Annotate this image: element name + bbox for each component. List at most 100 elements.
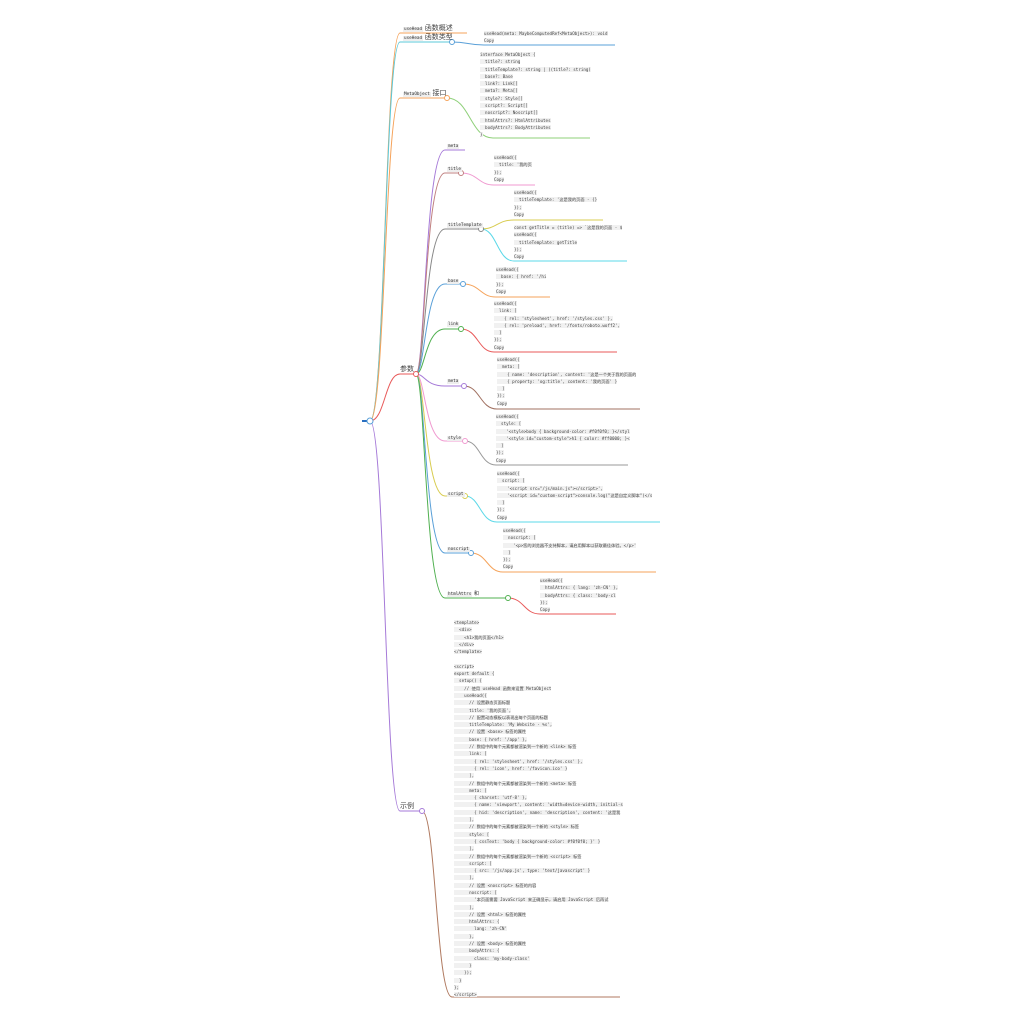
code-line: ], [454,773,475,779]
code-line: titleTemplate?: string | ((title?: strin… [480,66,591,72]
code-line: // 数组中的每个元素都被渲染到一个新的 <meta> 标签 [454,780,577,786]
code-line: }); [514,204,522,210]
code-line: { hid: 'description', name: 'description… [454,809,621,815]
node-link[interactable]: link [447,321,460,328]
code-line: }); [497,393,505,399]
node-code: link [447,322,460,327]
code-line: export default { [454,671,495,677]
code-meta: useHead({ meta: [ { name: 'description',… [497,356,637,407]
code-line: interface MetaObject { [480,52,536,57]
code-signature: useHead(meta: MaybeComputedRef<MetaObjec… [484,30,608,45]
code-line: bodyAttrs: { class: 'body-cl [540,592,616,598]
code-line: style?: Style[] [480,95,523,101]
code-line: </template> [454,649,482,655]
code-line: { name: 'viewport', content: 'width=devi… [454,802,623,808]
code-titleTemplate-b: const getTitle = (title) => `这是我的页面 - $u… [514,224,623,260]
code-line: ], [454,904,475,910]
code-line: link: [ [494,308,517,314]
code-line: useHead({ [496,267,519,272]
code-line: '<style id="custom-style">h1 { color: #f… [496,435,630,441]
code-line: title?: string [480,59,521,65]
code-line: bodyAttrs: { [454,948,500,954]
node-script[interactable]: script [447,491,465,498]
node-useHead-overview[interactable]: useHead 函数概述 [403,25,453,33]
code-line: useHead({ [514,190,537,195]
copy-button[interactable]: Copy [496,288,507,294]
copy-button[interactable]: Copy [497,514,508,520]
node-params[interactable]: 参数 [400,365,414,373]
code-line: { rel: 'icon', href: '/favicon.ico' } [454,765,568,771]
code-line: // 数组中的每个元素都被渲染到一个新的 <link> 标签 [454,744,577,750]
copy-button[interactable]: Copy [514,254,525,260]
code-style: useHead({ style: [ '<style>body { backgr… [496,413,630,464]
code-line: } [454,962,472,968]
code-line: ] [496,443,504,449]
code-line: script: [ [454,860,492,866]
node-code: MetaObject [403,92,431,97]
code-line: { rel: 'stylesheet', href: '/styles.css'… [494,315,613,321]
node-meta[interactable]: meta [447,378,460,385]
node-metaobject[interactable]: MetaObject 接口 [403,90,446,98]
node-base[interactable]: base [447,278,460,285]
code-line: base?: Base [480,73,513,79]
code-line: htmlAttrs: { lang: 'zh-CN' }, [540,585,619,591]
code-line: '<style>body { background-color: #f0f0f0… [496,428,630,434]
code-line: htmlAttrs: { [454,919,500,925]
copy-button[interactable]: Copy [484,38,495,44]
node-label: 和 [473,591,479,597]
node-title[interactable]: title [447,166,462,173]
node-example[interactable]: 示例 [400,802,414,810]
code-line: meta?: Meta[] [480,88,518,94]
code-title: useHead({ title: '我的页});Copy [494,154,532,183]
node-htmlAttrs[interactable]: htmlAttrs 和 [447,591,479,598]
code-line: titleTemplate: '这是我的页面 - {} [514,197,598,203]
code-line: ], [454,817,475,823]
code-line: script?: Script[] [480,103,528,109]
code-line [454,655,623,662]
code-titleTemplate-a: useHead({ titleTemplate: '这是我的页面 - {}});… [514,189,598,218]
copy-button[interactable]: Copy [540,607,551,613]
code-line: useHead({ [514,232,537,238]
node-code: titleTemplate [447,223,483,228]
code-line: titleTemplate: 'My Website - %s', [454,722,553,728]
code-script: useHead({ script: [ '<script src="/js/ma… [497,470,653,521]
code-line: // 使用 useHead 函数来设置 MetaObject [454,685,552,691]
code-line: }); [503,557,511,563]
node-titleTemplate[interactable]: titleTemplate [447,222,483,229]
copy-button[interactable]: Copy [496,457,507,463]
code-line: noscript: [ [454,889,497,895]
code-line: ] [494,330,502,336]
code-line: titleTemplate: getTitle [514,239,578,245]
code-line: useHead({ [454,692,487,698]
code-line: script: [ [497,478,525,484]
code-link: useHead({ link: [ { rel: 'stylesheet', h… [494,300,621,351]
copy-button[interactable]: Copy [494,176,505,182]
copy-button[interactable]: Copy [494,344,505,350]
code-line: }); [496,281,504,287]
code-line: }; [454,984,460,990]
node-code: style [447,436,462,441]
node-noscript[interactable]: noscript [447,546,470,553]
code-line: { property: 'og:title', content: '我的页面' … [497,378,618,384]
copy-button[interactable]: Copy [514,211,525,217]
code-line: <template> [454,620,480,625]
node-code: title [447,167,462,172]
code-line: }, [454,933,475,939]
node-useHead-signature[interactable]: useHead 函数类型 [403,34,453,42]
code-line: '本页面需要 JavaScript 来正确显示，请启用 JavaScript 后… [454,897,609,903]
copy-button[interactable]: Copy [497,400,508,406]
code-line: useHead({ [503,528,526,533]
code-line: useHead({ [497,357,520,362]
code-line: { rel: 'preload', href: '/fonts/roboto.w… [494,322,621,328]
code-line: '<script id="custom-script">console.log(… [497,492,653,498]
code-line: useHead({ [496,414,519,419]
code-line: style: [ [454,831,490,837]
copy-button[interactable]: Copy [503,564,514,570]
node-style[interactable]: style [447,435,462,442]
code-line: useHead({ [540,578,563,583]
code-line: lang: 'zh-CN' [454,926,507,932]
node-meta-top[interactable]: meta [447,143,460,150]
code-line: // 设置 <body> 标签的属性 [454,941,527,947]
code-line: }); [540,599,548,605]
